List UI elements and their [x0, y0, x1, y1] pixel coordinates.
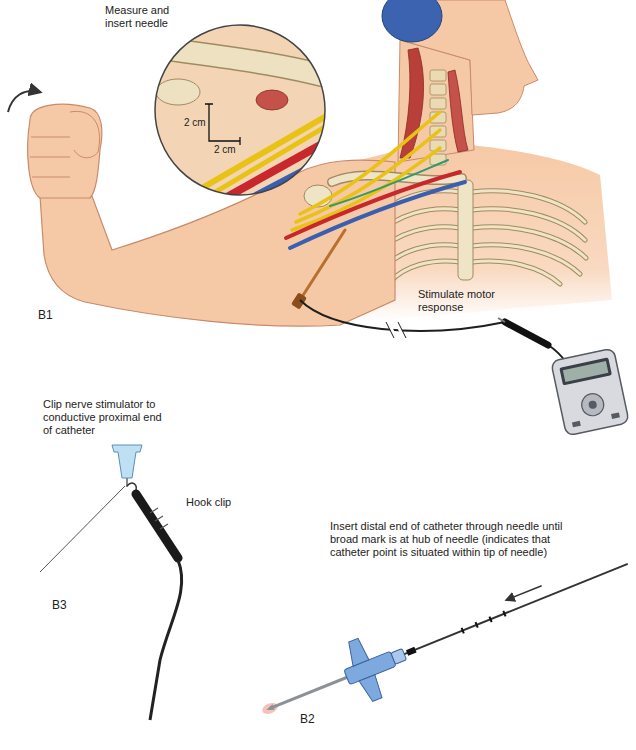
inset-detail-part-part — [214, 152, 340, 218]
inset-detail-part — [205, 104, 240, 145]
stimulator-pen-part — [505, 322, 548, 345]
panel-label: B1 — [38, 308, 53, 322]
rib-cage — [378, 191, 586, 284]
annotation: Measure and insert needle — [105, 4, 195, 30]
nerve-stimulator-part — [559, 357, 612, 385]
rotation-arrow — [8, 91, 40, 112]
stimulating-needle-part — [300, 230, 345, 300]
needle-catheter-part — [462, 611, 506, 633]
needle-catheter-part — [506, 586, 541, 600]
stimulator-cable-part — [386, 322, 406, 338]
brachial-plexus-part — [286, 172, 460, 238]
torso-part — [360, 145, 612, 322]
catheter-hub-part — [112, 445, 142, 478]
hook-clip-part — [136, 494, 178, 558]
inset-detail-part-part — [200, 134, 340, 212]
sternum-part — [458, 180, 473, 280]
rib-cage-fill — [378, 191, 586, 284]
hook-clip-part — [150, 508, 168, 529]
rib-cage-fill-part — [390, 261, 460, 282]
inset-detail-part — [209, 104, 240, 141]
needle-catheter — [250, 534, 636, 741]
nerve-stimulator-part — [572, 421, 581, 428]
cervical-spine-part — [430, 98, 446, 109]
rib-cage-part — [472, 261, 560, 284]
dimension: 2 cm — [213, 144, 237, 156]
annotation: Insert distal end of catheter through ne… — [330, 520, 570, 560]
stimulating-needle-part — [291, 292, 307, 309]
stimulator-pen-part — [498, 318, 505, 322]
rotation-arrow-part — [8, 91, 40, 112]
torso — [360, 145, 612, 322]
nerve-stimulator-part — [588, 400, 597, 409]
rib-cage-fill-part — [472, 227, 586, 258]
inset-detail-part-part — [192, 118, 340, 206]
cervical-spine-part — [430, 70, 446, 81]
part-label: Hook clip — [186, 496, 231, 509]
brachial-plexus-part — [330, 160, 448, 206]
arm-part — [28, 104, 102, 198]
brachial-plexus-part — [290, 182, 465, 248]
hook-clip-part — [150, 560, 182, 720]
panel-label: B2 — [300, 712, 315, 726]
needle-catheter-part — [344, 638, 369, 667]
cervical-spine-part — [430, 84, 446, 95]
annotation: Stimulate motor response — [418, 288, 502, 314]
head-neck — [382, 0, 538, 162]
inset-detail-part-part — [185, 108, 340, 198]
needle-catheter-part — [404, 564, 627, 654]
nerve-stimulator-part — [611, 412, 620, 419]
inset-detail-part-part — [156, 79, 200, 105]
head-neck-part — [448, 70, 468, 152]
arm-part — [70, 111, 100, 157]
inset-detail — [140, 25, 340, 218]
annotation: Clip nerve stimulator to conductive prox… — [43, 398, 168, 438]
arm-part — [30, 137, 70, 177]
inset-detail-part — [155, 25, 325, 195]
nerve-stimulator — [551, 348, 629, 436]
hook-clip — [127, 483, 182, 720]
rib-cage-fill-part — [472, 191, 585, 222]
rib-cage-fill-part — [472, 261, 560, 284]
needle-catheter-part — [261, 701, 280, 716]
inset-detail-part — [140, 45, 340, 218]
rib-cage-fill-part — [472, 209, 585, 240]
needle-catheter-part — [406, 647, 417, 656]
nerve-stimulator-part — [580, 392, 606, 418]
needle-catheter-part — [265, 704, 275, 713]
dimension: 2 cm — [183, 117, 207, 129]
stimulator-cable-part — [300, 300, 505, 331]
brachial-plexus-part — [292, 148, 440, 230]
panel-label: B3 — [52, 598, 67, 612]
rib-cage-part — [390, 261, 460, 282]
catheter-hub-part — [40, 486, 125, 572]
needle-catheter-part — [359, 675, 384, 704]
stimulator-pen — [498, 318, 548, 345]
needle-catheter-part — [391, 649, 407, 665]
nerve-stimulator-part — [551, 348, 629, 436]
stimulating-needle — [291, 230, 345, 310]
nerve-stimulator-part — [563, 361, 609, 382]
catheter-hub — [40, 445, 142, 572]
head-neck-part — [382, 0, 442, 42]
needle-catheter-part — [270, 676, 350, 708]
inset-detail-part-part — [256, 90, 288, 110]
rib-cage-fill-part — [472, 245, 580, 274]
sternum — [458, 180, 473, 280]
